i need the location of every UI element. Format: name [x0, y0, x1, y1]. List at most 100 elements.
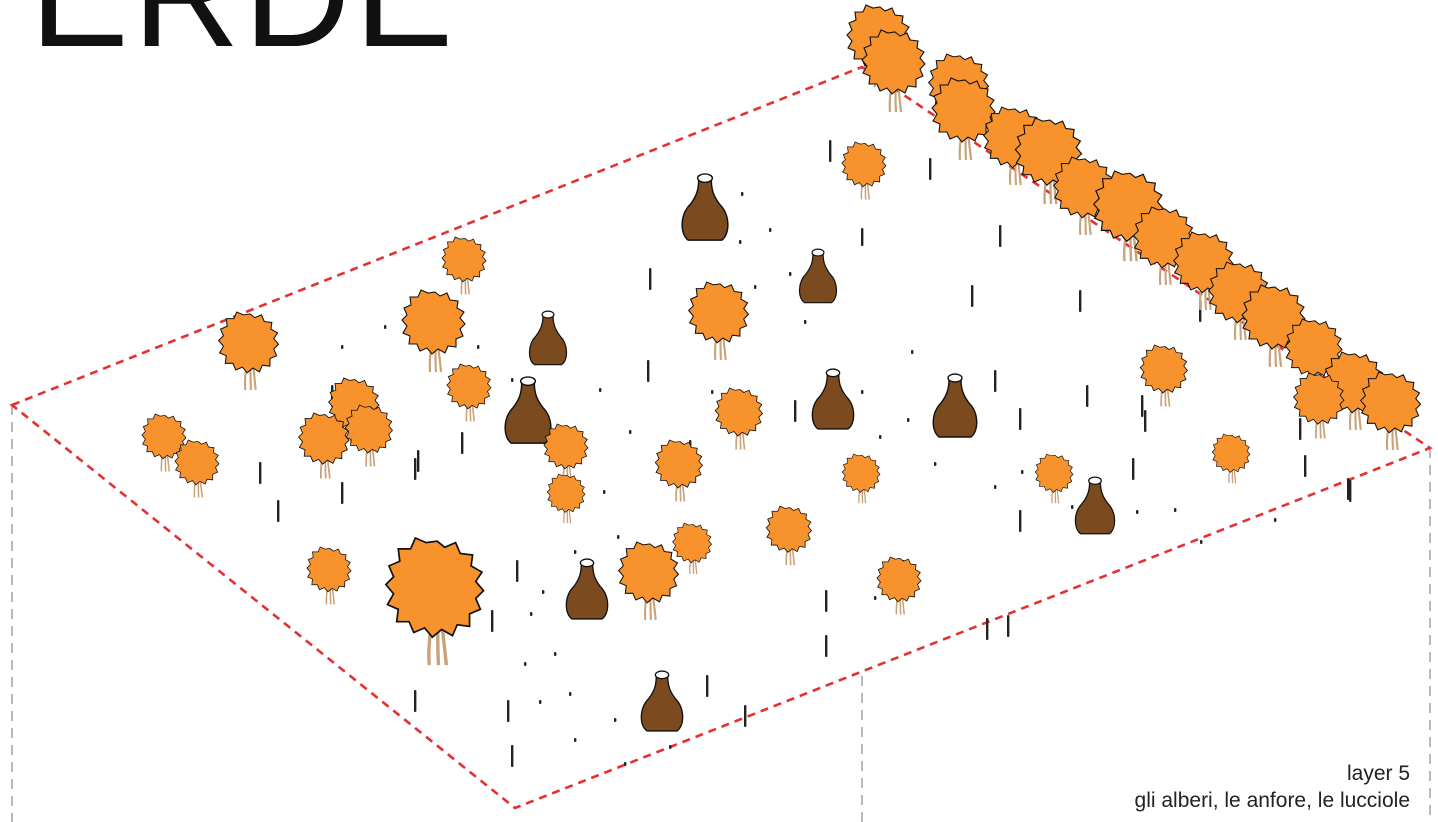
firefly-icon — [1021, 470, 1023, 474]
firefly-icon — [794, 400, 796, 422]
tree-icon — [386, 538, 484, 665]
firefly-icon — [911, 350, 913, 354]
firefly-icon — [530, 612, 532, 616]
amphora-icon — [933, 374, 977, 437]
firefly-icon — [1071, 505, 1073, 509]
firefly-icon — [907, 418, 909, 422]
layer-number: layer 5 — [1135, 760, 1410, 787]
firefly-icon — [999, 225, 1001, 247]
firefly-icon — [341, 345, 343, 349]
firefly-icon — [769, 228, 771, 232]
firefly-icon — [511, 378, 513, 382]
firefly-icon — [1086, 385, 1088, 407]
tree-icon — [1035, 454, 1073, 503]
firefly-icon — [603, 490, 605, 494]
firefly-icon — [507, 700, 509, 722]
tree-icon — [842, 454, 880, 503]
firefly-icon — [524, 662, 526, 666]
firefly-icon — [477, 345, 479, 349]
amphorae-layer — [505, 174, 1114, 731]
amphora-icon — [812, 369, 853, 429]
firefly-icon — [1141, 395, 1143, 417]
tree-icon — [1361, 372, 1421, 450]
tree-icon — [345, 405, 392, 467]
firefly-icon — [1136, 510, 1138, 514]
tree-icon — [1212, 434, 1250, 483]
firefly-icon — [649, 268, 651, 290]
firefly-icon — [617, 535, 619, 539]
firefly-icon — [804, 320, 806, 324]
firefly-icon — [259, 462, 261, 484]
tree-icon — [219, 312, 279, 390]
tree-icon — [842, 142, 886, 199]
firefly-icon — [934, 462, 936, 466]
firefly-icon — [1132, 458, 1134, 480]
tree-icon — [862, 30, 925, 112]
tree-icon — [673, 523, 712, 574]
tree-icon — [544, 424, 588, 481]
firefly-icon — [461, 432, 463, 454]
firefly-icon — [741, 192, 743, 196]
firefly-icon — [789, 272, 791, 276]
firefly-icon — [341, 482, 343, 504]
firefly-icon — [624, 762, 626, 766]
amphora-icon — [529, 311, 566, 365]
firefly-icon — [829, 140, 831, 162]
firefly-icon — [994, 485, 996, 489]
firefly-icon — [929, 158, 931, 180]
tree-icon — [547, 474, 585, 523]
firefly-icon — [1349, 480, 1351, 502]
firefly-icon — [1079, 290, 1081, 312]
trees-layer — [142, 5, 1421, 665]
amphora-icon — [799, 249, 836, 303]
tree-icon — [655, 440, 702, 502]
firefly-icon — [614, 718, 616, 722]
firefly-icon — [711, 390, 713, 394]
tree-icon — [689, 282, 749, 360]
firefly-icon — [1299, 418, 1301, 440]
firefly-icon — [516, 560, 518, 582]
firefly-icon — [1007, 615, 1009, 637]
firefly-icon — [1144, 410, 1146, 432]
firefly-icon — [414, 690, 416, 712]
firefly-icon — [277, 500, 279, 522]
firefly-icon — [629, 430, 631, 434]
firefly-icon — [986, 618, 988, 640]
ground-plane-outline — [12, 67, 1430, 808]
firefly-icon — [1019, 510, 1021, 532]
firefly-icon — [706, 675, 708, 697]
firefly-icon — [1274, 518, 1276, 522]
firefly-icon — [825, 590, 827, 612]
tree-icon — [877, 557, 921, 614]
tree-icon — [442, 237, 486, 294]
firefly-icon — [754, 285, 756, 289]
firefly-icon — [669, 745, 671, 749]
layer-caption: layer 5 gli alberi, le anfore, le luccio… — [1135, 760, 1410, 814]
firefly-icon — [569, 692, 571, 696]
amphora-icon — [641, 671, 682, 731]
tree-icon — [175, 440, 219, 497]
firefly-icon — [491, 610, 493, 632]
amphora-icon — [505, 377, 551, 443]
firefly-icon — [539, 700, 541, 704]
firefly-icon — [542, 590, 544, 594]
firefly-icon — [744, 705, 746, 727]
firefly-icon — [1174, 508, 1176, 512]
tree-icon — [299, 413, 349, 479]
tree-icon — [402, 290, 465, 372]
firefly-icon — [599, 388, 601, 392]
amphora-icon — [1075, 477, 1114, 534]
layer-subtitle: gli alberi, le anfore, le lucciole — [1135, 787, 1410, 814]
amphora-icon — [682, 174, 728, 240]
firefly-icon — [1019, 408, 1021, 430]
firefly-icon — [874, 596, 876, 600]
tree-icon — [766, 506, 811, 565]
firefly-icon — [879, 435, 881, 439]
firefly-icon — [384, 325, 386, 329]
firefly-icon — [1200, 540, 1202, 544]
firefly-icon — [825, 635, 827, 657]
tree-icon — [307, 547, 351, 604]
firefly-icon — [739, 240, 741, 244]
firefly-icon — [554, 652, 556, 656]
